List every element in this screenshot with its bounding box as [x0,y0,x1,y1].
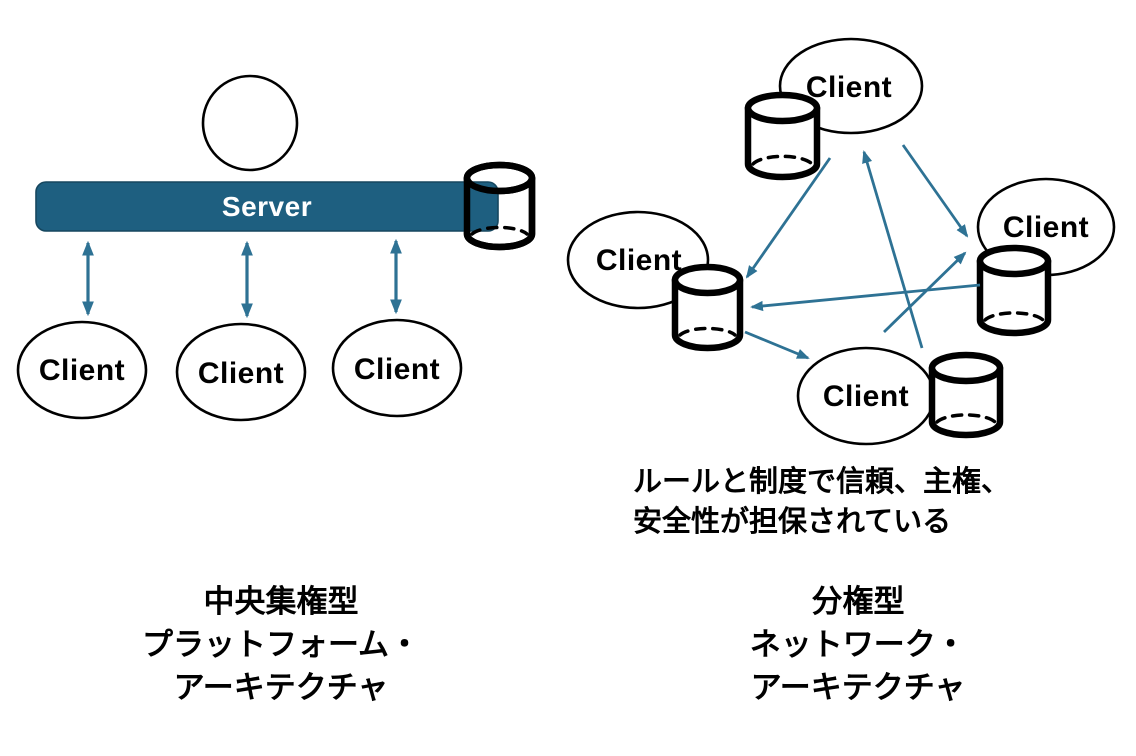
peer-arrow-right-to-left [750,283,981,312]
client-label: Client [197,357,285,390]
database-icon [744,91,821,181]
caption-line: プラットフォーム・ [141,627,421,662]
peer-arrow-bottom-to-right [883,251,967,334]
note-line: ルールと制度で信頼、主権、 [633,466,1011,498]
caption-decentralized: 分権型 ネットワーク・ アーキテクチャ [750,580,966,709]
caption-line: ネットワーク・ [749,627,967,662]
caption-line: アーキテクチャ [173,670,389,705]
server-bar [35,181,499,232]
client-ellipse [16,320,148,420]
client-label: Client [805,71,893,104]
server-label: Server [221,191,313,222]
decentralized-panel [566,37,1116,446]
database-icon [671,263,744,352]
operator-circle-icon [201,74,299,172]
client-label: Client [595,244,683,277]
client-label: Client [822,380,910,413]
caption-line: 中央集権型 [203,584,359,619]
caption-line: アーキテクチャ [750,670,966,705]
database-icon [928,351,1004,439]
peer-arrow-bottom-to-top [862,150,924,349]
caption-line: 分権型 [811,584,905,619]
client-ellipse [331,318,463,418]
client-label: Client [38,354,126,387]
peer-arrow-top-to-left [745,157,832,279]
peer-arrow-top-to-right [901,144,969,238]
centralized-panel [16,74,536,422]
peer-arrow-left-to-bottom [744,330,810,360]
note-line: 安全性が担保されている [633,506,952,538]
client-ellipse [175,322,307,422]
note-text: ルールと制度で信頼、主権、 安全性が担保されている [633,462,1010,542]
client-label: Client [353,353,441,386]
client-label: Client [1002,211,1090,244]
server-database-outline-icon [463,161,536,251]
database-icon [976,244,1052,337]
caption-centralized: 中央集権型 プラットフォーム・ アーキテクチャ [142,580,420,709]
